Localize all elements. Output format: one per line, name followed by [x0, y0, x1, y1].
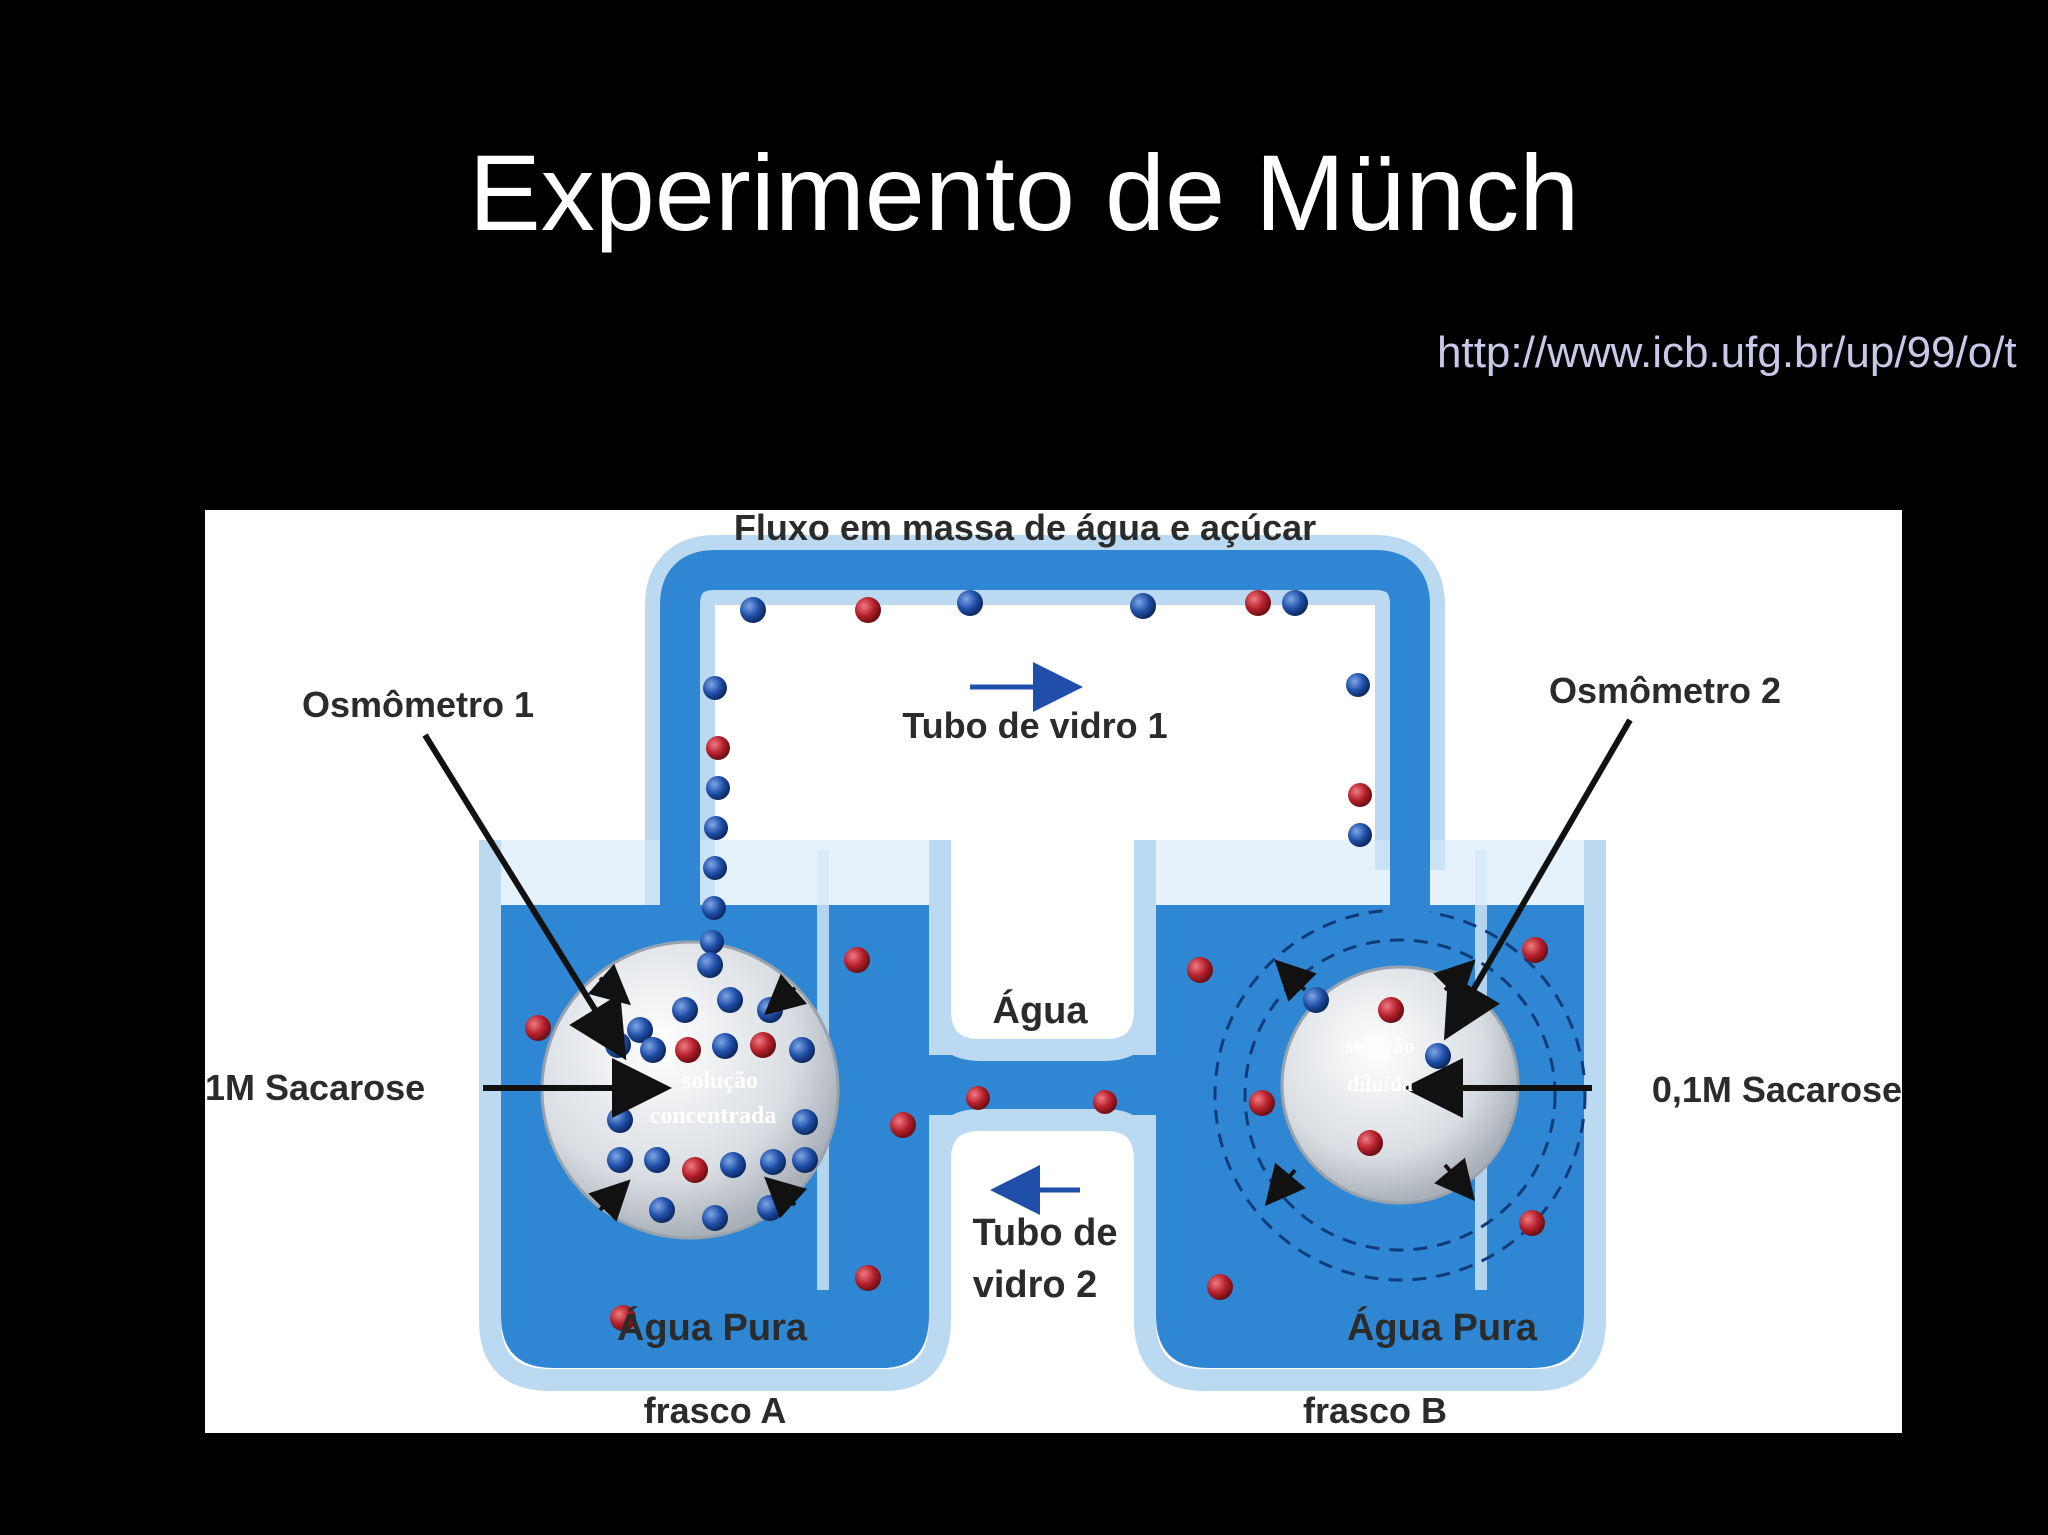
tube-1-label: Tubo de vidro 1	[902, 705, 1167, 746]
pointer-lines	[422, 718, 1633, 1118]
pure-water-a-label: Água Pura	[617, 1305, 808, 1349]
water-label: Água	[993, 988, 1089, 1032]
munch-diagram: Fluxo em massa de água e açúcar Osmômetr…	[205, 510, 1902, 1433]
pure-water-b-label: Água Pura	[1347, 1305, 1538, 1349]
flask-a-label: frasco A	[644, 1390, 787, 1431]
diluted-label-line2: diluída	[1347, 1071, 1413, 1096]
concentrated-label-line2: concentrada	[650, 1103, 777, 1129]
top-label: Fluxo em massa de água e açúcar	[734, 510, 1316, 548]
source-link[interactable]: http://www.icb.ufg.br/up/99/o/t	[1437, 328, 2017, 377]
diluted-label-line1: solução	[1345, 1033, 1415, 1058]
sucrose-2-label: 0,1M Sacarose	[1652, 1069, 1902, 1110]
tube-2-label-line2: vidro 2	[973, 1264, 1098, 1306]
tube-2-label-line1: Tubo de	[973, 1212, 1118, 1254]
sucrose-1-label: 1M Sacarose	[205, 1067, 425, 1108]
slide-title: Experimento de Münch	[468, 132, 1580, 253]
osmometer-1-label: Osmômetro 1	[302, 684, 534, 725]
osmometer-2-label: Osmômetro 2	[1549, 670, 1781, 711]
concentrated-label-line1: solução	[682, 1068, 758, 1094]
flask-b-label: frasco B	[1303, 1390, 1447, 1431]
